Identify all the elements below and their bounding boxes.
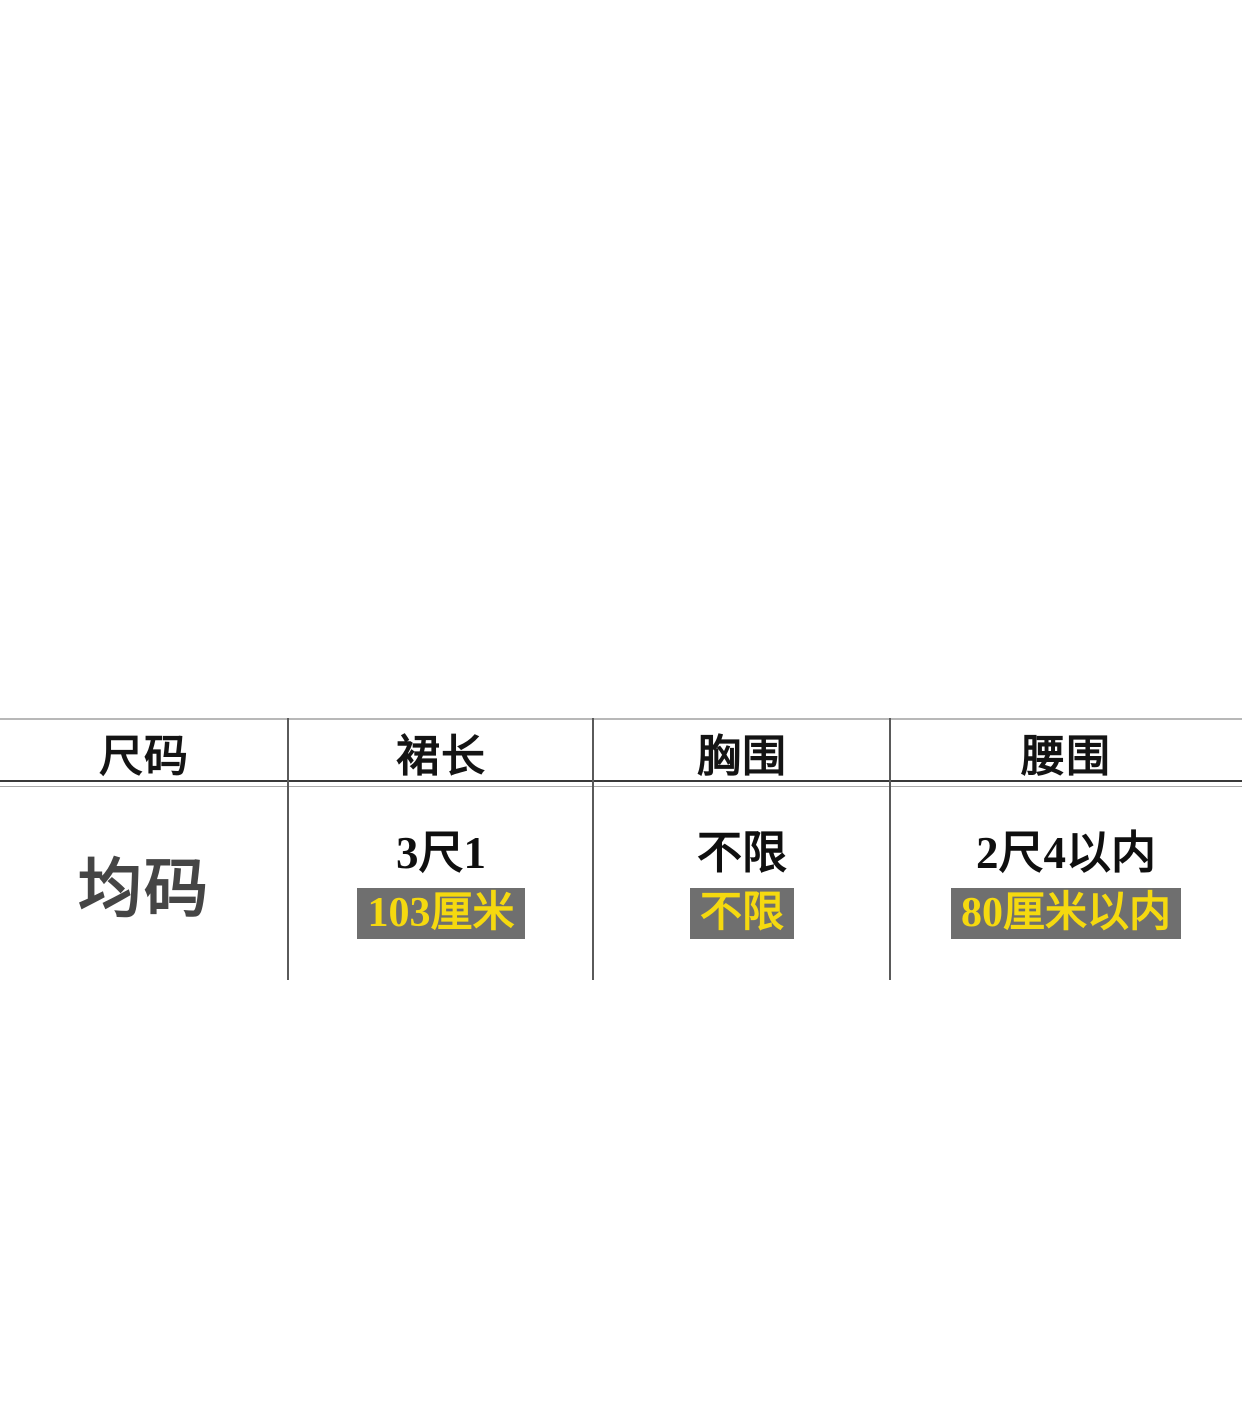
cell-skirt-length: 3尺1 103厘米 [288, 787, 594, 980]
header-separator-dark-line [0, 780, 1242, 782]
bust-highlight: 不限 [689, 887, 794, 940]
waist-cm-highlight: 80厘米以内 [950, 887, 1181, 940]
cell-bust: 不限 不限 [594, 787, 890, 980]
header-cell-skirt-length: 裙长 [396, 732, 486, 781]
header-cell-waist: 腰围 [1021, 732, 1111, 781]
size-value: 均码 [78, 852, 210, 925]
header-cell-bust: 胸围 [697, 732, 787, 781]
bust-value: 不限 [696, 827, 787, 878]
skirt-length-chi-value: 3尺1 [395, 827, 486, 878]
cell-size: 均码 [0, 787, 288, 980]
column-divider-1 [287, 718, 289, 980]
cell-waist: 2尺4以内 80厘米以内 [890, 787, 1242, 980]
size-chart-table: 尺码 裙长 胸围 腰围 均码 3尺1 103厘米 不限 不限 2尺4以内 80厘… [0, 718, 1242, 980]
waist-chi-value: 2尺4以内 [975, 827, 1156, 878]
size-chart-header-row: 尺码 裙长 胸围 腰围 [0, 720, 1242, 781]
column-divider-3 [889, 718, 891, 980]
size-chart-data-row: 均码 3尺1 103厘米 不限 不限 2尺4以内 80厘米以内 [0, 787, 1242, 980]
skirt-length-cm-highlight: 103厘米 [357, 887, 525, 940]
header-cell-size: 尺码 [99, 732, 189, 781]
table-top-rule [0, 718, 1242, 720]
header-separator-light-line [0, 786, 1242, 787]
column-divider-2 [592, 718, 594, 980]
